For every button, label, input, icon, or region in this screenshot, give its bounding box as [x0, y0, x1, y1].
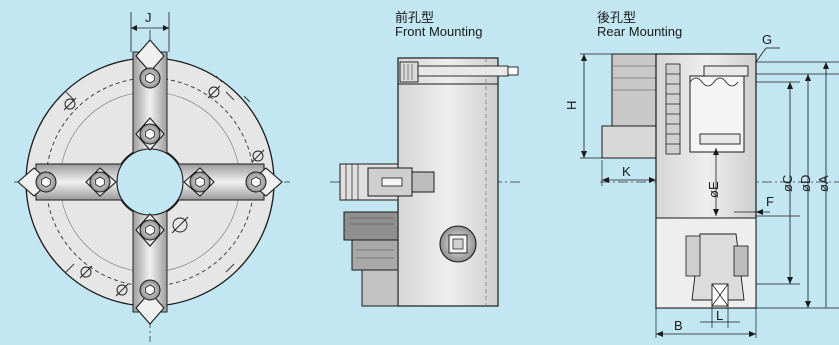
front-mounting-side-view: [330, 57, 520, 307]
rear-mounting-section-view: G H K øE øC øD øA F B L: [564, 32, 839, 338]
dim-label-j: J: [145, 10, 152, 25]
rear-view-title-en: Rear Mounting: [597, 24, 683, 39]
dim-label-k: K: [622, 164, 631, 179]
front-face-view: J: [14, 10, 290, 342]
dim-label-d: øD: [798, 175, 813, 192]
dim-label-g: G: [762, 32, 772, 47]
dim-label-a: øA: [816, 175, 831, 192]
front-view-title-cn: 前孔型: [395, 10, 435, 25]
dim-label-f: F: [766, 194, 774, 209]
dim-label-e: øE: [706, 181, 721, 198]
front-view-title-en: Front Mounting: [395, 24, 483, 39]
dim-label-c: øC: [780, 175, 795, 192]
dim-label-h: H: [564, 101, 579, 110]
dim-label-b: B: [674, 318, 683, 333]
dim-label-l: L: [716, 308, 723, 323]
rear-view-title-cn: 後孔型: [597, 10, 637, 25]
